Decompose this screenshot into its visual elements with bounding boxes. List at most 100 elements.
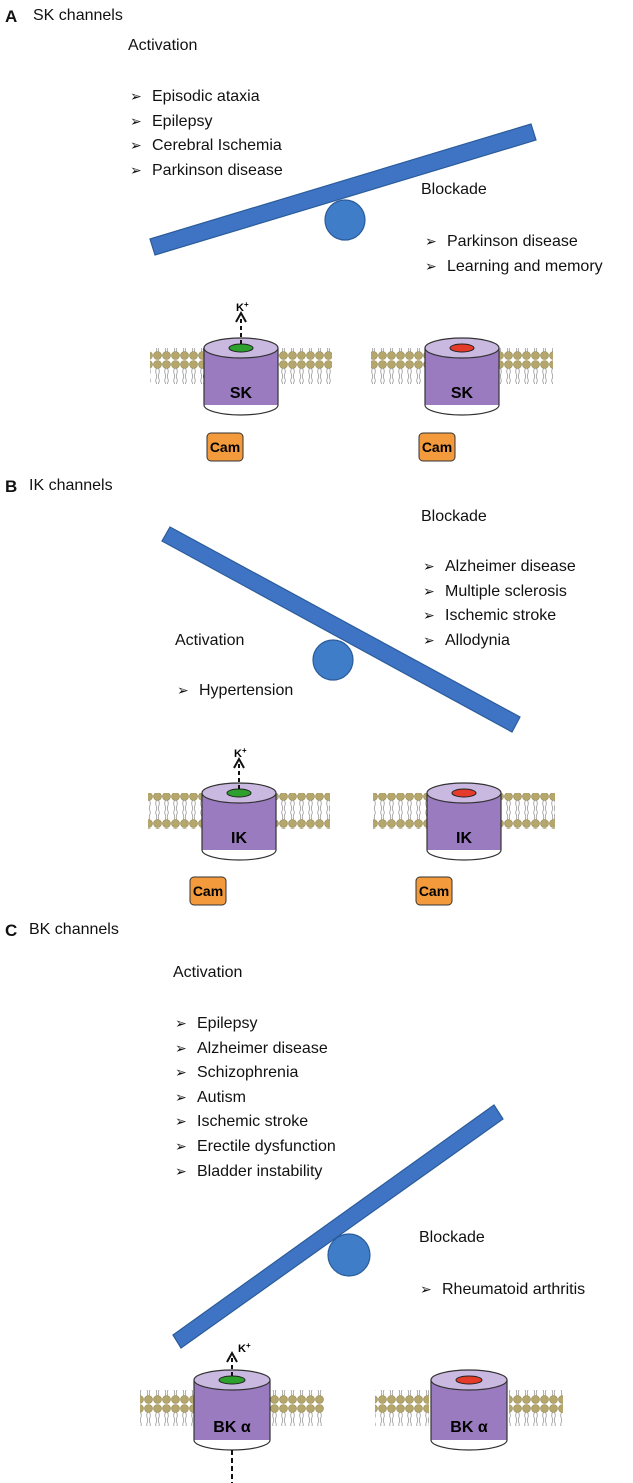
arrowhead-bullet-icon: ➢ (175, 1039, 187, 1056)
ion-flow-arrow-icon (235, 310, 247, 323)
fulcrum (327, 1233, 371, 1277)
arrowhead-bullet-icon: ➢ (175, 1015, 187, 1031)
seesaw-bk (172, 1104, 504, 1349)
arrowhead-bullet-icon: ➢ (130, 161, 142, 178)
membrane-left (148, 793, 202, 829)
membrane-left (373, 793, 427, 829)
panel-title: BK channels (29, 921, 119, 938)
ik-channel-open: K+ IK Cam (148, 746, 330, 906)
cam-label: Cam (210, 439, 240, 455)
membrane-right (509, 1390, 563, 1426)
list-item: ➢Alzheimer disease (175, 1036, 336, 1061)
blockade-list: ➢Parkinson disease ➢Learning and memory (425, 229, 603, 278)
cam-label: Cam (193, 883, 223, 899)
blockade-heading: Blockade (421, 508, 487, 525)
arrowhead-bullet-icon: ➢ (425, 257, 437, 274)
membrane-left (140, 1390, 194, 1426)
activation-heading: Activation (173, 964, 243, 981)
fulcrum (324, 199, 366, 241)
blocked-pore (449, 343, 475, 353)
activation-list: ➢Hypertension (177, 678, 293, 703)
panel-title: SK channels (33, 7, 123, 24)
list-item: ➢Alzheimer disease (423, 554, 576, 579)
bk-channel-blocked: BK α (375, 1369, 563, 1451)
cam-label: Cam (419, 883, 449, 899)
arrowhead-bullet-icon: ➢ (420, 1281, 432, 1297)
arrowhead-bullet-icon: ➢ (177, 682, 189, 698)
arrowhead-bullet-icon: ➢ (423, 558, 435, 574)
open-pore (228, 343, 254, 353)
arrowhead-bullet-icon: ➢ (423, 631, 435, 648)
ion-flow-arrow-icon (233, 756, 245, 769)
cam-box (189, 876, 227, 906)
blockade-heading: Blockade (421, 181, 487, 198)
ik-channel-blocked: IK Cam (373, 782, 555, 906)
sk-channel-blocked: SK Cam (371, 337, 553, 462)
panel-ik-channels: B IK channels Blockade ➢Alzheimer diseas… (0, 470, 633, 920)
arrowhead-bullet-icon: ➢ (130, 88, 142, 104)
seesaw-beam (172, 1104, 504, 1349)
arrowhead-bullet-icon: ➢ (175, 1088, 187, 1105)
membrane-left (150, 348, 204, 384)
blockade-list: ➢Rheumatoid arthritis (420, 1277, 585, 1302)
activation-list: ➢Epilepsy ➢Alzheimer disease ➢Schizophre… (175, 1011, 336, 1183)
activation-heading: Activation (128, 37, 198, 54)
list-item: ➢Parkinson disease (425, 229, 603, 254)
cam-box (418, 432, 456, 462)
cam-box (415, 876, 453, 906)
list-item: ➢Multiple sclerosis (423, 579, 576, 604)
list-item: ➢Hypertension (177, 678, 293, 703)
blocked-pore (455, 1375, 483, 1385)
membrane-left (375, 1390, 429, 1426)
list-item: ➢Ischemic stroke (175, 1109, 336, 1134)
arrowhead-bullet-icon: ➢ (175, 1137, 187, 1154)
panel-bk-channels: C BK channels Activation ➢Epilepsy ➢Alzh… (0, 915, 633, 1483)
list-item: ➢Cerebral Ischemia (130, 133, 283, 158)
list-item: ➢Autism (175, 1085, 336, 1110)
list-item: ➢Learning and memory (425, 254, 603, 279)
arrowhead-bullet-icon: ➢ (175, 1113, 187, 1130)
list-item: ➢Epilepsy (130, 109, 283, 134)
list-item: ➢Episodic ataxia (130, 84, 283, 109)
blocked-pore (451, 788, 477, 798)
membrane-right (278, 348, 332, 384)
channel-label: IK (231, 830, 247, 847)
list-item: ➢Allodynia (423, 628, 576, 653)
list-item: ➢Epilepsy (175, 1011, 336, 1036)
seesaw-ik (161, 526, 521, 733)
panel-letter: B (5, 477, 18, 496)
arrowhead-bullet-icon: ➢ (425, 233, 437, 249)
panel-letter: A (5, 7, 18, 26)
blockade-list: ➢Alzheimer disease ➢Multiple sclerosis ➢… (423, 554, 576, 652)
channel-label: BK α (450, 1419, 488, 1436)
activation-list: ➢Episodic ataxia ➢Epilepsy ➢Cerebral Isc… (130, 84, 283, 182)
panel-sk-channels: A SK channels Activation ➢Episodic ataxi… (0, 0, 633, 480)
membrane-left (371, 348, 425, 384)
list-item: ➢Erectile dysfunction (175, 1134, 336, 1159)
activation-heading: Activation (175, 632, 245, 649)
ion-label: K+ (236, 300, 249, 315)
list-item: ➢Schizophrenia (175, 1060, 336, 1085)
blockade-heading: Blockade (419, 1229, 485, 1246)
cam-box (206, 432, 244, 462)
arrowhead-bullet-icon: ➢ (175, 1162, 187, 1179)
arrowhead-bullet-icon: ➢ (423, 607, 435, 624)
membrane-right (270, 1390, 324, 1426)
seesaw-beam (149, 123, 537, 256)
list-item: ➢Bladder instability (175, 1159, 336, 1184)
arrowhead-bullet-icon: ➢ (130, 112, 142, 129)
sk-channel-open: K+ SK Cam (150, 300, 332, 462)
list-item: ➢Parkinson disease (130, 158, 283, 183)
seesaw-beam (161, 526, 521, 733)
channel-label: SK (451, 385, 474, 402)
channel-label: BK α (213, 1419, 251, 1436)
bk-channel-open: K+ BK α (140, 1341, 324, 1483)
panel-letter: C (5, 921, 18, 940)
seesaw-sk (149, 123, 537, 256)
ion-flow-arrow-icon (226, 1350, 238, 1363)
arrowhead-bullet-icon: ➢ (175, 1064, 187, 1081)
arrowhead-bullet-icon: ➢ (130, 137, 142, 154)
list-item: ➢Rheumatoid arthritis (420, 1277, 585, 1302)
arrowhead-bullet-icon: ➢ (423, 582, 435, 599)
